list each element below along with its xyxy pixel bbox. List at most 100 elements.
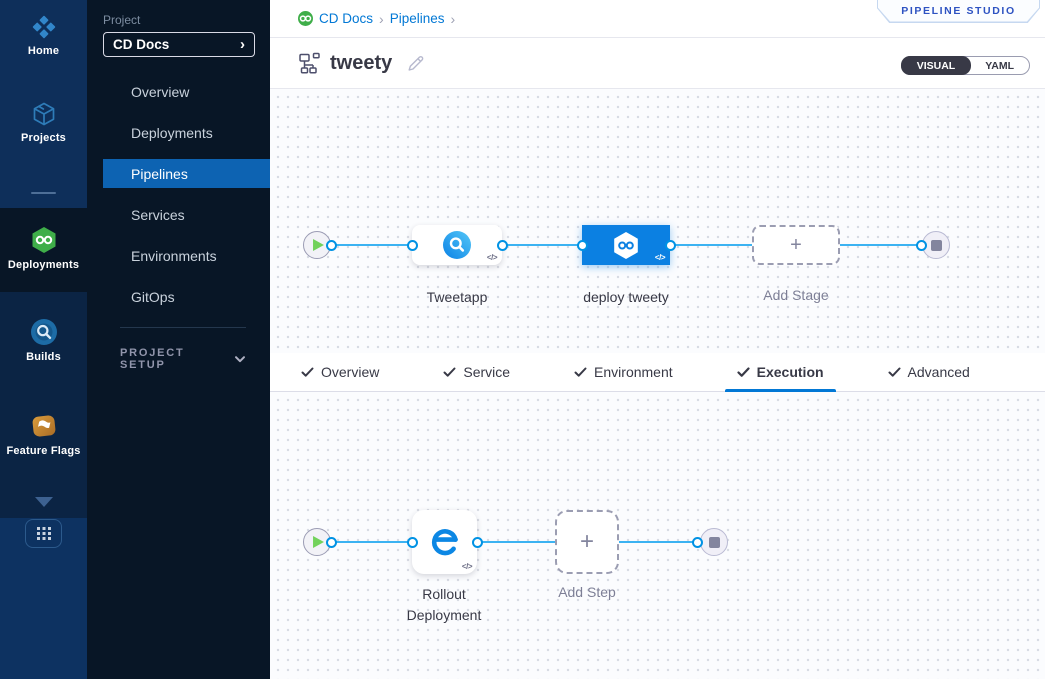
connector-port[interactable] <box>471 536 483 548</box>
sidebar-divider <box>120 327 246 328</box>
rollout-deployment-icon <box>431 529 458 556</box>
check-icon <box>737 366 750 377</box>
feature-flags-icon <box>32 415 55 437</box>
sidebar-item-pipelines[interactable]: Pipelines <box>103 159 270 188</box>
module-grid-button[interactable] <box>25 519 62 548</box>
plus-icon: + <box>790 234 802 256</box>
add-stage-label: Add Stage <box>763 287 829 303</box>
check-icon <box>888 367 901 377</box>
cd-module-icon <box>298 11 313 26</box>
connector-port[interactable] <box>576 239 588 251</box>
stage-label-deploy-tweety: deploy tweety <box>583 289 669 305</box>
sidebar-item-deployments[interactable]: Deployments <box>131 124 213 141</box>
tab-label: Environment <box>594 364 673 380</box>
rail-item-label: Feature Flags <box>6 445 81 457</box>
connector-line <box>619 541 697 543</box>
stage-node-deploy-tweety[interactable]: </> <box>582 225 670 265</box>
tab-label: Execution <box>756 364 824 380</box>
build-stage-icon <box>443 231 471 259</box>
tab-advanced[interactable]: Advanced <box>876 353 982 391</box>
chevron-right-icon: › <box>450 10 456 27</box>
connector-port[interactable] <box>325 536 337 548</box>
tab-execution[interactable]: Execution <box>724 353 836 392</box>
connector-port[interactable] <box>406 536 418 548</box>
project-selector-value: CD Docs <box>113 37 170 52</box>
rail-item-builds[interactable]: Builds <box>0 318 87 363</box>
rail-item-home[interactable]: Home <box>0 14 87 57</box>
rail-bottom-section <box>0 518 87 679</box>
sidebar-item-environments[interactable]: Environments <box>131 247 217 264</box>
breadcrumb-project-link[interactable]: CD Docs <box>319 11 374 26</box>
connector-port[interactable] <box>664 239 676 251</box>
edit-pipeline-name-button[interactable] <box>406 54 425 73</box>
grid-icon <box>36 527 51 540</box>
pencil-icon <box>408 55 424 71</box>
builds-icon <box>30 319 57 345</box>
project-setup-toggle[interactable]: PROJECT SETUP <box>120 347 246 371</box>
code-icon: </> <box>654 253 666 262</box>
stop-icon <box>708 536 720 548</box>
tab-label: Overview <box>321 364 380 380</box>
connector-line <box>670 244 752 246</box>
step-label-rollout-deployment: Rollout Deployment <box>406 586 482 623</box>
breadcrumb-pipelines-link[interactable]: Pipelines <box>389 11 445 26</box>
module-rail: Home Projects Deployments <box>0 0 87 679</box>
check-icon <box>574 367 587 377</box>
add-step-button[interactable]: + <box>555 510 619 574</box>
tab-environment[interactable]: Environment <box>562 353 685 391</box>
execution-step-canvas[interactable]: </> + Rollout Deployment Add Step <box>270 392 1045 679</box>
pipeline-icon <box>299 52 320 74</box>
projects-icon <box>33 102 54 126</box>
sidebar-item-gitops[interactable]: GitOps <box>131 288 175 305</box>
tab-service[interactable]: Service <box>431 353 522 391</box>
connector-line <box>331 541 412 543</box>
rail-divider <box>31 192 56 194</box>
connector-port[interactable] <box>915 239 927 251</box>
code-icon: </> <box>461 562 473 571</box>
tab-overview[interactable]: Overview <box>289 353 391 391</box>
connector-port[interactable] <box>496 239 508 251</box>
deployments-icon <box>32 227 55 253</box>
check-icon <box>443 367 456 377</box>
pipeline-studio-badge: PIPELINE STUDIO <box>877 0 1040 23</box>
deploy-stage-icon <box>614 231 638 259</box>
pipeline-studio-badge-label: PIPELINE STUDIO <box>878 0 1039 22</box>
rail-item-deployments[interactable]: Deployments <box>0 226 87 271</box>
visual-toggle-button[interactable]: VISUAL <box>900 56 972 75</box>
stage-label-tweetapp: Tweetapp <box>426 289 488 305</box>
add-stage-button[interactable]: + <box>752 225 840 265</box>
project-selector[interactable]: CD Docs › <box>103 32 255 57</box>
stage-graph-canvas[interactable]: </> </> + Tweetapp deploy tweety Add Sta… <box>270 89 1045 353</box>
breadcrumb: CD Docs › Pipelines › PIPELINE STUDIO <box>270 0 1045 38</box>
chevron-right-icon: › <box>240 36 245 53</box>
chevron-down-icon <box>235 355 245 362</box>
connector-line <box>477 541 555 543</box>
code-icon: </> <box>486 253 498 262</box>
pipeline-title-bar: tweety VISUAL YAML <box>270 38 1045 89</box>
connector-port[interactable] <box>325 239 337 251</box>
connector-port[interactable] <box>406 239 418 251</box>
chevron-right-icon: › <box>379 10 384 27</box>
stage-node-tweetapp[interactable]: </> <box>412 225 502 265</box>
rail-item-label: Home <box>27 45 60 57</box>
pipeline-name: tweety <box>330 51 393 74</box>
sidebar-item-overview[interactable]: Overview <box>131 83 190 100</box>
yaml-toggle-button[interactable]: YAML <box>985 59 1014 72</box>
tab-label: Advanced <box>907 364 970 380</box>
play-icon <box>312 536 324 548</box>
rail-scroll-chevron-down-icon[interactable] <box>35 497 53 507</box>
rail-item-feature-flags[interactable]: Feature Flags <box>0 412 87 457</box>
execution-end-node <box>700 528 728 556</box>
stop-icon <box>930 239 942 251</box>
sidebar-item-services[interactable]: Services <box>131 206 185 223</box>
plus-icon: + <box>579 528 594 555</box>
sidebar-nav-list: Overview Deployments Pipelines Services … <box>103 77 270 323</box>
view-toggle: VISUAL YAML <box>900 56 1030 75</box>
step-node-rollout-deployment[interactable]: </> <box>412 510 477 574</box>
connector-line <box>331 244 412 246</box>
connector-port[interactable] <box>691 536 703 548</box>
rail-item-projects[interactable]: Projects <box>0 101 87 144</box>
tab-label: Service <box>463 364 511 380</box>
project-label: Project <box>103 13 141 27</box>
